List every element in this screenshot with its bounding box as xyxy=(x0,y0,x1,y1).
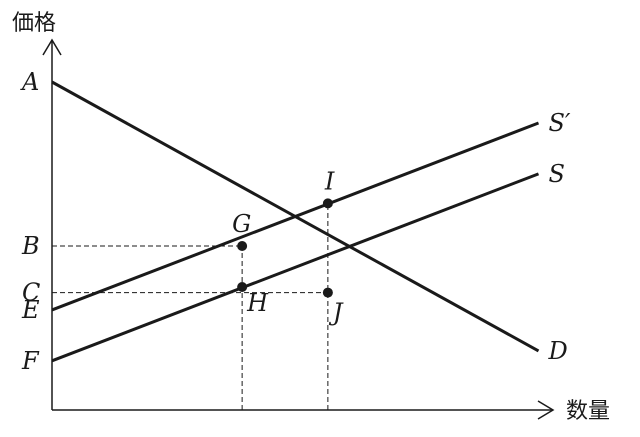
axis-label-c: C xyxy=(22,279,40,307)
point-j xyxy=(322,287,333,298)
axis-label-f: F xyxy=(21,347,40,375)
point-g xyxy=(237,241,248,251)
y-axis-arrow-icon xyxy=(42,38,62,56)
axis-label-a: A xyxy=(20,68,39,96)
equilibrium-points: G I H J xyxy=(232,167,344,326)
label-d: D xyxy=(548,337,568,365)
label-s-prime: S′ xyxy=(549,109,571,137)
line-s xyxy=(51,172,540,363)
label-s: S xyxy=(549,160,565,188)
dashed-guides xyxy=(52,203,329,410)
x-axis-arrow-icon xyxy=(537,400,555,420)
axis-label-b: B xyxy=(21,232,40,260)
line-s-prime xyxy=(51,121,540,312)
point-i xyxy=(322,198,333,209)
x-axis-label: 数量 xyxy=(566,399,610,424)
point-label-j: J xyxy=(328,299,344,327)
axes: 価格 数量 xyxy=(12,11,610,424)
y-axis-label: 価格 xyxy=(12,11,56,36)
point-label-g: G xyxy=(232,210,251,238)
curves: D S S′ xyxy=(51,80,571,365)
axis-label-e: E xyxy=(21,296,40,324)
point-h xyxy=(237,282,248,292)
point-label-h: H xyxy=(246,289,269,317)
point-label-i: I xyxy=(324,167,335,195)
